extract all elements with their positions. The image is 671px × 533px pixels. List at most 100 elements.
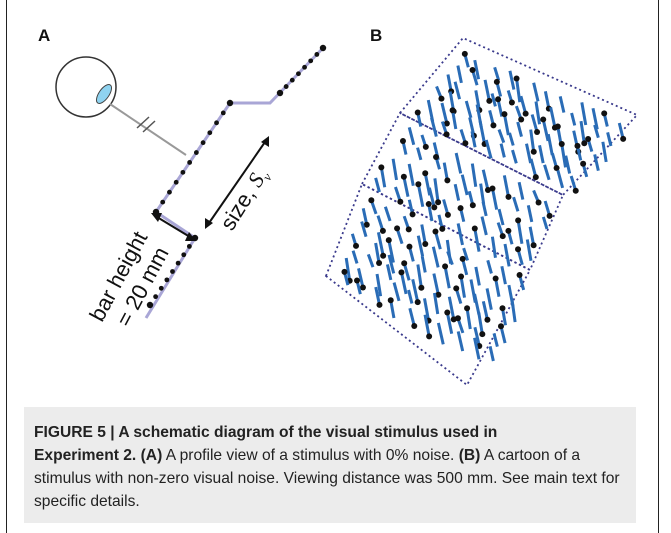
figure-caption: FIGURE 5 | A schematic diagram of the vi… <box>24 407 636 523</box>
stimulus-dot <box>508 99 515 106</box>
stimulus-dot <box>175 260 181 266</box>
stimulus-dot <box>601 110 608 117</box>
stimulus-dot <box>181 252 187 258</box>
stimulus-dot <box>458 273 465 280</box>
stimulus-bar <box>593 124 600 139</box>
stimulus-dot <box>453 285 460 292</box>
stimulus-bar <box>492 332 499 348</box>
stimulus-bar <box>465 307 472 330</box>
stimulus-bar <box>570 112 577 126</box>
stimulus-dot <box>522 110 529 117</box>
stimulus-bar <box>432 292 440 315</box>
stimulus-dot <box>515 246 522 253</box>
stimulus-bar <box>481 201 488 217</box>
stimulus-dot <box>387 297 394 304</box>
stimulus-bar <box>511 149 518 164</box>
stimulus-dot <box>418 284 425 291</box>
stimulus-bar <box>383 206 392 222</box>
stimulus-bar <box>470 131 477 148</box>
stimulus-dot <box>546 212 553 219</box>
stimulus-dot <box>444 309 451 316</box>
stimulus-bar <box>529 129 536 153</box>
stimulus-bar <box>490 93 497 107</box>
stimulus-dot <box>400 173 407 180</box>
stimulus-dot <box>489 185 496 192</box>
stimulus-dot <box>426 333 433 340</box>
stimulus-dot <box>535 199 542 206</box>
stimulus-bar <box>497 129 506 144</box>
stimulus-bar <box>593 154 600 172</box>
stimulus-bar <box>411 279 420 303</box>
stimulus-dot <box>406 243 413 250</box>
stimulus-dot <box>432 228 439 235</box>
stimulus-dot <box>620 135 627 142</box>
stimulus-dot <box>146 301 154 309</box>
stimulus-bar <box>481 169 490 191</box>
stimulus-dot <box>435 291 442 298</box>
stimulus-bar <box>376 231 385 257</box>
stimulus-dot <box>397 198 404 205</box>
stimulus-bar <box>416 264 423 288</box>
stimulus-bar <box>493 66 501 81</box>
stimulus-dot <box>435 199 442 206</box>
stimulus-dot <box>314 52 320 57</box>
stimulus-dot <box>497 323 504 330</box>
stimulus-bar <box>541 119 550 142</box>
stimulus-dot <box>505 227 512 234</box>
stimulus-bar <box>515 78 522 103</box>
stimulus-bar <box>481 300 489 321</box>
stimulus-dot <box>516 272 523 279</box>
stimulus-bar <box>546 133 554 156</box>
stimulus-bar <box>502 113 510 136</box>
stimulus-bar <box>351 250 359 264</box>
stimulus-bar <box>416 147 423 161</box>
stimulus-bar <box>503 243 511 267</box>
stimulus-bar <box>560 143 567 168</box>
stimulus-bar <box>454 152 463 174</box>
stimulus-bar <box>462 247 469 261</box>
stimulus-dot <box>341 268 348 275</box>
stimulus-dot <box>431 204 438 211</box>
stimulus-dot <box>353 277 360 284</box>
stimulus-dot <box>415 181 422 188</box>
stimulus-bar <box>402 176 410 197</box>
stimulus-dot <box>376 301 383 308</box>
stimulus-dot <box>461 50 468 57</box>
stimulus-dot <box>505 193 512 200</box>
stimulus-dot <box>207 130 213 136</box>
stimulus-dot <box>499 305 506 312</box>
stimulus-dot <box>495 96 502 103</box>
stimulus-dot <box>459 255 466 262</box>
stimulus-bar <box>532 82 540 102</box>
stimulus-panels <box>324 36 639 387</box>
stimulus-dot <box>554 123 561 130</box>
stimulus-bar <box>564 155 572 174</box>
stimulus-bar <box>479 183 486 205</box>
stimulus-dot <box>490 122 497 129</box>
stimulus-bar <box>387 254 396 274</box>
stimulus-dot <box>492 275 499 282</box>
stimulus-bar <box>480 216 488 236</box>
stimulus-bar <box>366 253 375 268</box>
stimulus-bar <box>451 109 458 130</box>
stimulus-bar <box>375 273 383 297</box>
stimulus-dot <box>585 135 592 142</box>
stimulus-bar <box>579 120 586 144</box>
stimulus-dot <box>220 110 226 116</box>
stimulus-bar <box>601 141 608 163</box>
stimulus-dot <box>319 44 327 52</box>
stimulus-dot <box>493 78 500 85</box>
stimulus-bar <box>407 163 415 187</box>
stimulus-panel-top <box>398 36 639 197</box>
stimulus-dot <box>405 226 412 233</box>
stimulus-dot <box>153 294 159 300</box>
stimulus-dot <box>433 153 440 160</box>
stimulus-dot <box>276 89 284 97</box>
stimulus-bar <box>491 188 499 210</box>
stimulus-bar <box>456 223 464 246</box>
stimulus-dot <box>513 75 520 82</box>
stimulus-bar <box>344 257 352 281</box>
stimulus-bar <box>460 174 469 196</box>
stimulus-dot <box>540 116 547 123</box>
stimulus-bar <box>423 314 431 337</box>
